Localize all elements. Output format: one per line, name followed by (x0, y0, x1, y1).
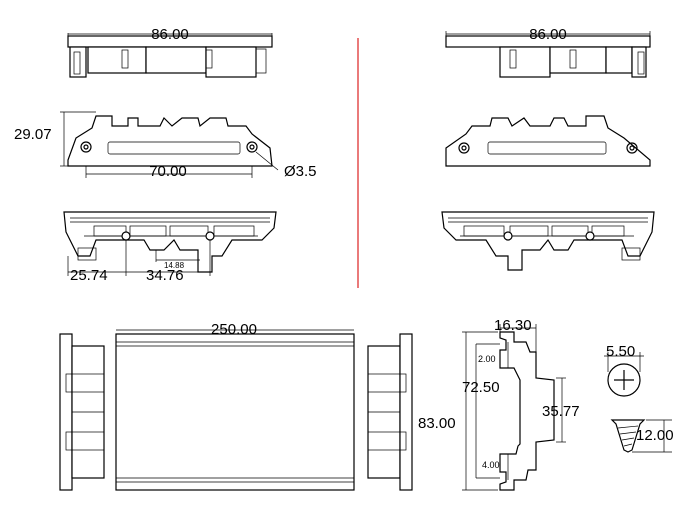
dim-side-height: 29.07 (14, 126, 52, 143)
profile-cross-section (462, 324, 566, 491)
top-view-right (445, 31, 651, 78)
dim-profile-length: 250.00 (211, 321, 257, 338)
top-view-left (67, 33, 273, 78)
end-cap-right (367, 333, 413, 491)
end-cap-left (59, 333, 105, 491)
profile-body (115, 329, 355, 491)
side-view-right (445, 115, 651, 167)
dim-hole-spacing: 70.00 (149, 163, 187, 180)
dim-inner-mid: 35.77 (542, 403, 580, 420)
dim-hole-diameter: Ø3.5 (284, 163, 317, 180)
dim-small-top: 2.00 (478, 354, 496, 364)
dim-screw-length: 12.00 (636, 427, 674, 444)
dim-top-left-width: 86.00 (151, 26, 189, 43)
dim-profile-height: 83.00 (418, 415, 456, 432)
front-view-right (441, 211, 655, 271)
screw-head (604, 352, 644, 397)
screw-body (610, 419, 672, 453)
side-view-left (60, 111, 279, 178)
dim-foot-left: 25.74 (70, 267, 108, 284)
dim-small-bottom: 4.00 (482, 460, 500, 470)
dim-inner-height: 72.50 (462, 379, 500, 396)
dim-foot-small: 14.88 (164, 261, 185, 270)
dim-screw-head: 5.50 (606, 343, 635, 360)
dim-profile-depth: 16.30 (494, 317, 532, 334)
front-view-left (63, 211, 277, 276)
dim-top-right-width: 86.00 (529, 26, 567, 43)
dim-foot-right: 34.76 (146, 267, 184, 284)
